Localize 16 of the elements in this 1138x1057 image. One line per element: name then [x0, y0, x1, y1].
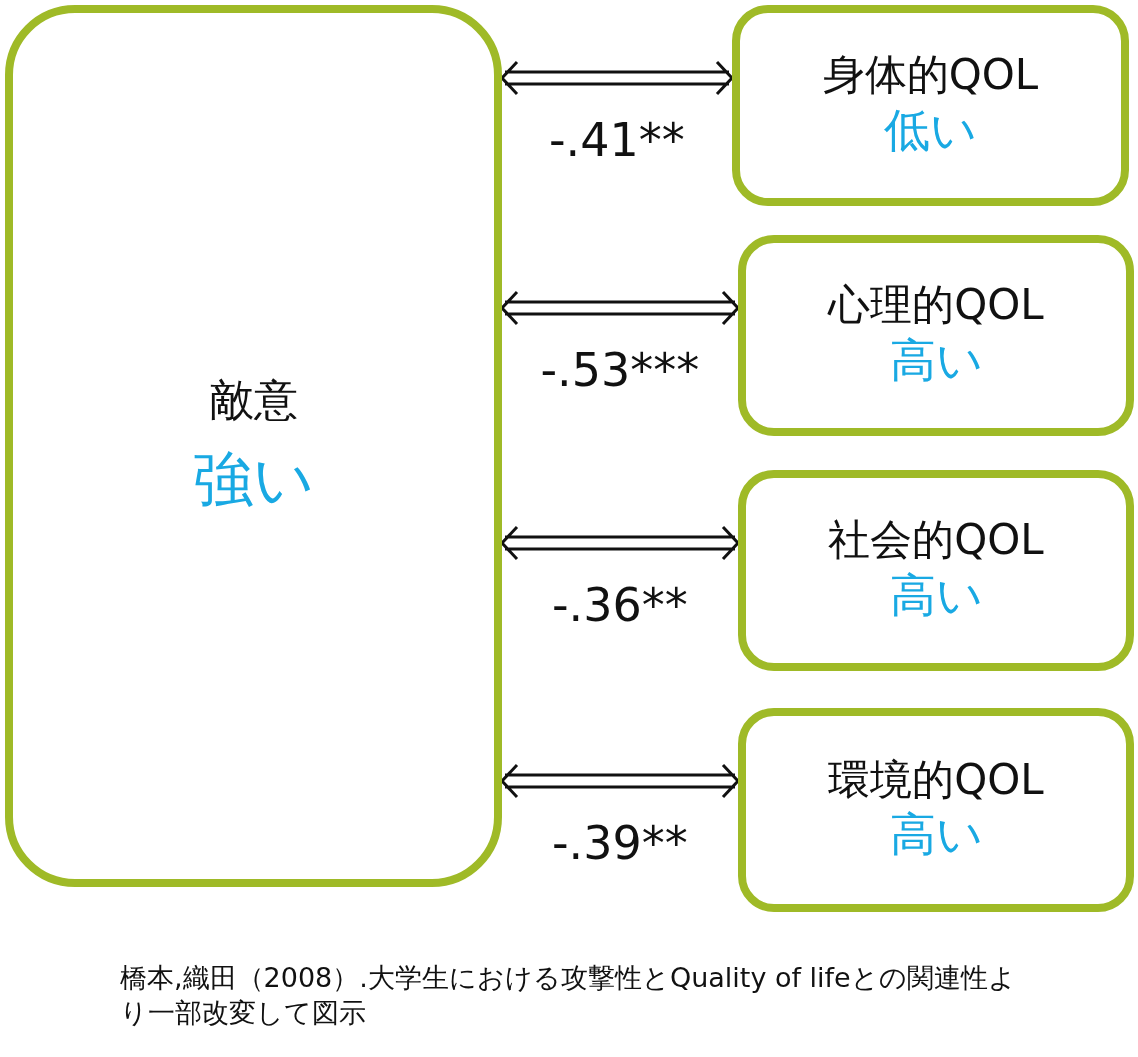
box-title: 環境的QOL: [828, 754, 1044, 806]
box-title: 身体的QOL: [822, 50, 1039, 101]
qol-box: [738, 235, 1134, 436]
source-caption: 橋本,織田（2008）.大学生における攻撃性とQuality of lifeとの関連性より一部改変して図示: [120, 961, 1017, 1031]
level-text: 強い: [193, 443, 314, 517]
level-text: 高い: [889, 331, 983, 389]
level-text: 低い: [884, 101, 977, 159]
box-title: 社会的QOL: [828, 515, 1044, 566]
qol-box: [738, 470, 1134, 671]
level-text: 高い: [889, 806, 983, 864]
box-title: 心理的QOL: [828, 280, 1044, 331]
level-text: 高い: [889, 566, 983, 624]
qol-box: [738, 708, 1134, 912]
box-title: 敵意: [209, 373, 298, 427]
qol-box: [732, 5, 1129, 206]
trait-box: [5, 5, 502, 887]
